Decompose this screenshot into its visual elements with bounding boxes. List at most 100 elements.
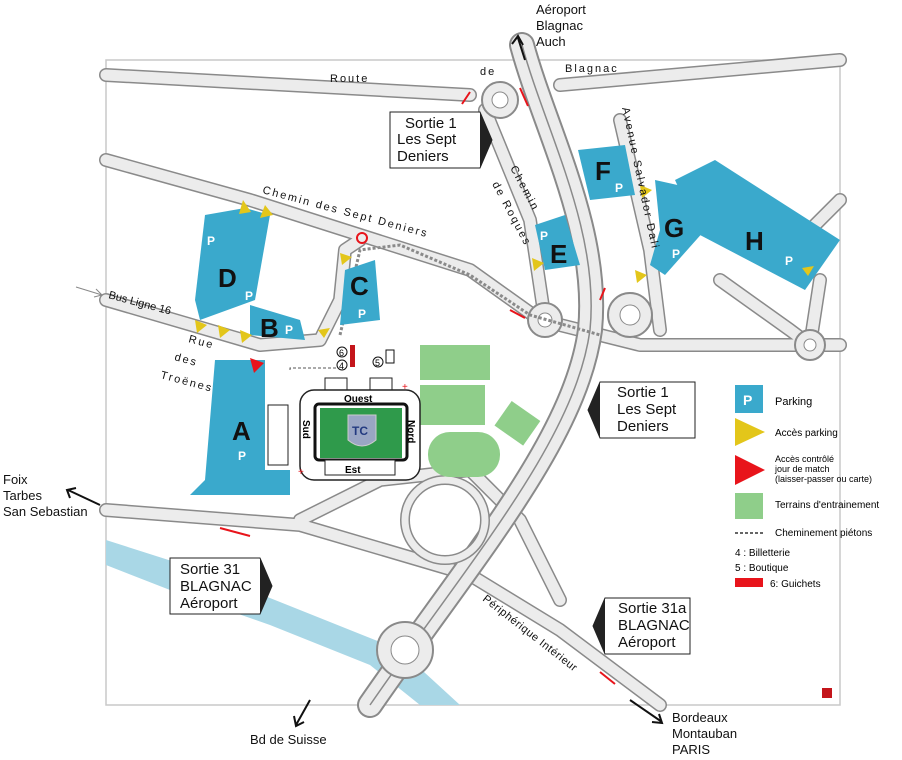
street-route-label: Route [330,73,369,85]
map-shape [588,382,600,438]
map-shape [293,699,311,728]
legend: P Parking Accès parking Accès contrôlé j… [735,385,879,590]
map-label: Auch [536,34,566,49]
legend-terrains: Terrains d'entrainement [775,500,879,511]
legend-parking-swatch [735,385,763,413]
roads [99,32,847,718]
destinations: Aéroport Blagnac Auch Foix Tarbes San Se… [3,2,737,757]
map-label: P [358,307,366,321]
map-shape [100,54,846,711]
parking-g-label: G [664,213,684,243]
map-label: Aéroport [180,595,238,612]
map-shape [324,459,396,476]
parking-h-label: H [745,226,764,256]
map-shape [267,404,289,466]
map-label: Aéroport [618,634,676,651]
map-shape [347,414,377,447]
parking-a [190,360,290,495]
stand-sud: Sud [300,420,311,439]
map-label: Sortie 31a [618,600,687,617]
legend-training-swatch [735,493,763,519]
map-label: P [238,449,246,463]
map-shape [385,349,395,364]
map-shape [372,356,384,368]
service-markers: 6 4 5 [336,345,395,371]
map-shape [629,699,664,725]
first-aid-icon: + [402,382,408,393]
map-shape [519,87,529,107]
exit-sign-1-east: Sortie 1 Les Sept Deniers [587,381,696,439]
controlled-access-marker [250,358,264,373]
stadium: TC Ouest Est Sud Nord + + [267,377,421,481]
map-label: (laisser-passer ou carte) [775,474,872,484]
map-shape [219,527,251,537]
dest-bd-suisse: Bd de Suisse [250,732,327,747]
map-shape [318,328,330,338]
exit-sign-31a: Sortie 31a BLAGNAC Aéroport [592,597,691,655]
map-shape [479,104,551,326]
map-shape [599,671,616,685]
map-label: Troënes [159,369,214,395]
map-label: Blagnac [536,18,583,33]
map-shape [420,345,490,380]
exit-sign-1-north: Sortie 1 Les Sept Deniers [389,111,493,169]
direction-arrows [65,34,664,728]
map-shape [428,432,500,477]
map-label: P [540,229,548,243]
parking-f-label: F [595,156,611,186]
legend-controlled-icon [735,455,765,485]
map-label: jour de match [774,464,830,474]
map-frame [105,59,841,706]
legend-guichets: 6: Guichets [770,579,821,590]
pedestrian-path-stadium [289,367,345,370]
map-shape [619,304,641,326]
map-shape [369,44,592,706]
map-shape [509,309,526,319]
map-shape [491,91,509,109]
map-shape [803,338,817,352]
guichets-marker [350,345,355,367]
map-shape [390,635,420,665]
map-label: de [480,66,496,78]
map-shape [340,253,352,265]
map-label: P [785,254,793,268]
map-shape [494,400,541,446]
map-label: BLAGNAC [180,578,252,595]
pedestrian-path [338,243,601,337]
map-shape [802,266,814,276]
map-shape [240,330,252,343]
map-label: Montauban [672,726,737,741]
legend-pietons: Cheminement piétons [775,528,872,539]
first-aid-icon: + [298,467,304,478]
legend-parking: Parking [775,396,812,408]
stand-nord: Nord [405,420,416,443]
map-label: Blagnac [565,63,619,75]
map-label: P [672,247,680,261]
parking-e [535,215,580,270]
parking-areas: A P B P C P D P P E P F P G P H P [190,145,840,495]
map-label: Les Sept [617,401,677,418]
parking-c [340,260,380,325]
parking-b-label: B [260,313,279,343]
legend-boutique: 5 : Boutique [735,563,789,574]
map-label: des [173,351,199,369]
map-label: 5 [375,358,380,368]
map-shape [511,34,526,61]
legend-guichets-swatch [735,578,763,587]
legend-acces-parking: Accès parking [775,428,838,439]
map-label: Tarbes [3,488,43,503]
parking-a-label: A [232,416,251,446]
map-label: P [207,234,215,248]
map-shape [195,320,207,333]
map-shape [100,154,846,351]
map-shape [401,476,489,564]
map-shape [420,385,485,425]
map-shape [100,54,846,101]
map-shape [218,325,230,338]
parking-d [195,208,270,320]
map-label: P [743,392,752,408]
parking-c-label: C [350,271,369,301]
parking-d-label: D [218,263,237,293]
map-shape [599,287,606,301]
map-label: Sortie 31 [180,561,240,578]
